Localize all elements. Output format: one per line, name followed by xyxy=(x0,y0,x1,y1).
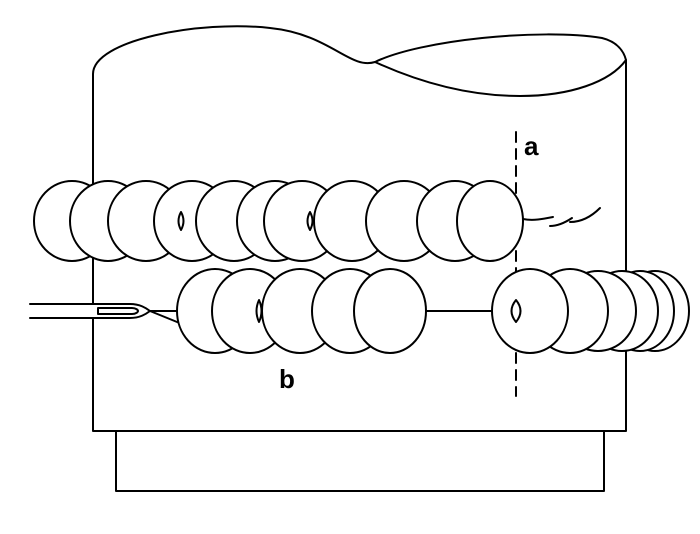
upper-thread-tail-3 xyxy=(569,207,601,223)
label-a: a xyxy=(524,131,539,161)
upper-thread-tail-2 xyxy=(549,217,573,227)
upper-bead-row xyxy=(33,180,524,262)
lower-right-bead-row xyxy=(491,268,690,354)
bead xyxy=(456,180,524,262)
label-b: b xyxy=(279,364,295,394)
bead-hole xyxy=(510,299,522,323)
needle xyxy=(29,303,183,325)
bead-hole xyxy=(255,299,263,323)
bead xyxy=(491,268,569,354)
bead-hole xyxy=(306,211,314,231)
bead-hole xyxy=(177,211,185,231)
lower-left-bead-row xyxy=(176,268,427,354)
bead xyxy=(353,268,427,354)
base-plate xyxy=(115,430,605,492)
cylinder-top-rim xyxy=(374,59,627,97)
upper-thread-tail xyxy=(522,216,554,221)
